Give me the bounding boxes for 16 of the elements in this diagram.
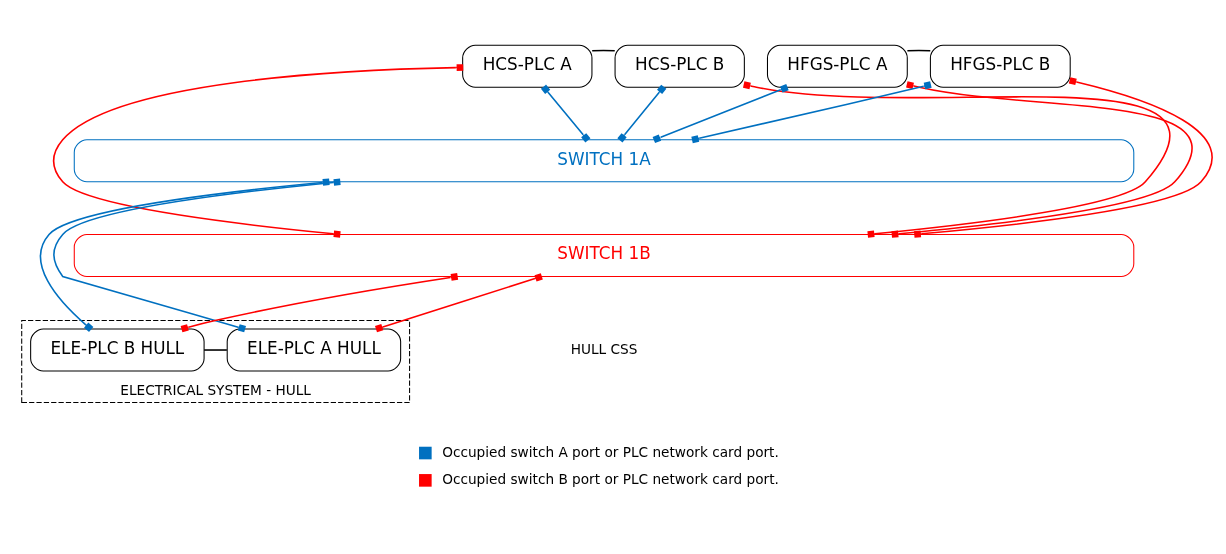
connector bbox=[743, 80, 1171, 238]
connector bbox=[891, 80, 1193, 238]
connector bbox=[540, 84, 591, 142]
connector bbox=[617, 84, 667, 142]
connector bbox=[652, 83, 789, 143]
node-box: HFGS-PLC B bbox=[929, 44, 1071, 88]
connector bbox=[691, 80, 932, 143]
connector bbox=[913, 76, 1213, 238]
label: HULL CSS bbox=[570, 340, 638, 357]
node-box: HCS-PLC B bbox=[614, 44, 745, 88]
legend-label: Occupied switch A port or PLC network card port. bbox=[442, 443, 779, 460]
connector bbox=[906, 49, 932, 52]
connector bbox=[591, 49, 616, 52]
legend-label: Occupied switch B port or PLC network card port. bbox=[442, 470, 779, 487]
node-box: HCS-PLC A bbox=[462, 44, 593, 88]
connector bbox=[203, 348, 228, 351]
